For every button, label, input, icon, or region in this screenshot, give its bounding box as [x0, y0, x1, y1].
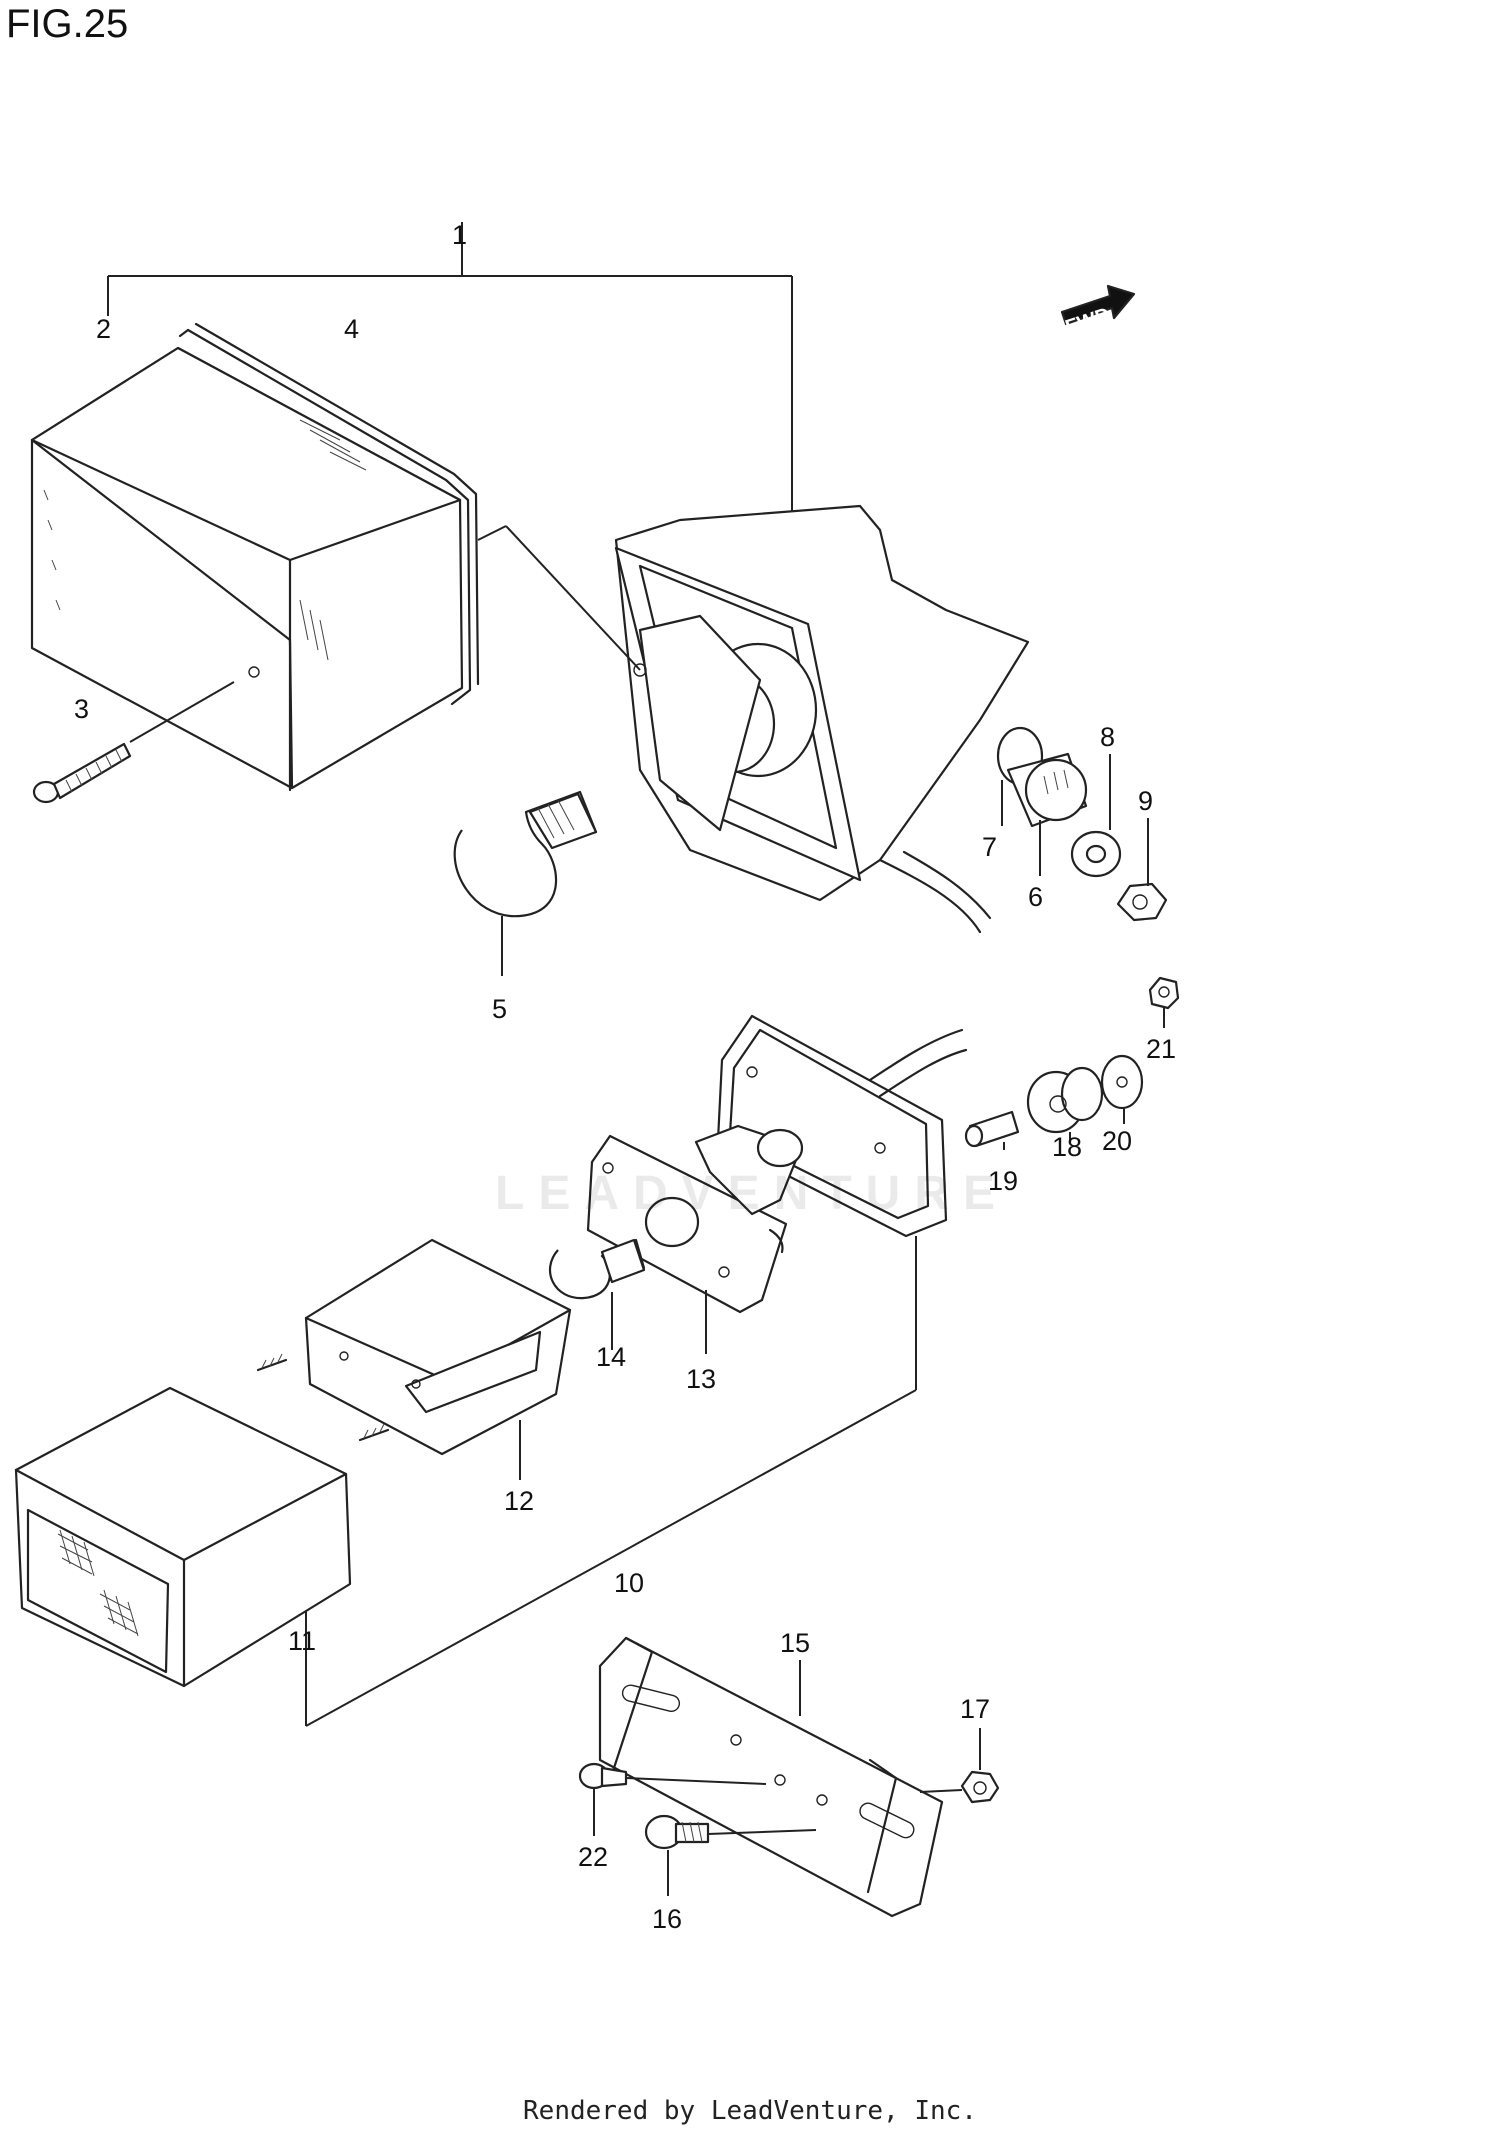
part-4-gasket [178, 322, 480, 706]
callout-7: 7 [982, 832, 997, 862]
part-1-housing [477, 504, 1030, 934]
part-17-nut [919, 1728, 1000, 1804]
callout-10: 10 [614, 1568, 644, 1598]
part-12-cover [304, 1238, 572, 1480]
callout-15: 15 [780, 1628, 810, 1658]
part-16-bolt [644, 1814, 817, 1896]
callout-21: 21 [1146, 1034, 1176, 1064]
callout-3: 3 [74, 694, 89, 724]
callout-1: 1 [452, 220, 467, 250]
callout-19: 19 [988, 1166, 1018, 1196]
callout-9: 9 [1138, 786, 1153, 816]
callout-13: 13 [686, 1364, 716, 1394]
callout-16: 16 [652, 1904, 682, 1934]
callout-18: 18 [1052, 1132, 1082, 1162]
callout-5: 5 [492, 994, 507, 1024]
callout-6: 6 [1028, 882, 1043, 912]
part-11-lens [14, 1353, 390, 1688]
part-18-grommet [1026, 1066, 1104, 1140]
part-3-screw [32, 681, 235, 804]
part-6-7-socket [996, 726, 1088, 876]
callout-17: 17 [960, 1694, 990, 1724]
part-9-nut [1116, 818, 1168, 922]
part-2-lens [30, 346, 464, 792]
callout-20: 20 [1102, 1126, 1132, 1156]
part-19-collar [964, 1110, 1020, 1150]
callout-22: 22 [578, 1842, 608, 1872]
part-5-bulb [453, 790, 598, 976]
part-21-nut [1148, 976, 1180, 1028]
callout-2: 2 [96, 314, 111, 344]
fwd-arrow-icon: FWD [1060, 284, 1136, 339]
part-22-pin [578, 1762, 767, 1836]
part-8-washer [1070, 754, 1122, 878]
callout-12: 12 [504, 1486, 534, 1516]
group-bracket-10 [305, 1236, 917, 1727]
callout-11: 11 [288, 1626, 316, 1656]
part-15-bracket [598, 1636, 944, 1918]
footer-credit: Rendered by LeadVenture, Inc. [523, 2096, 977, 2126]
callout-14: 14 [596, 1342, 626, 1372]
part-14-bulb [548, 1238, 646, 1350]
watermark: LEADVENTURE [495, 1167, 1010, 1220]
group-bracket-1 [107, 222, 793, 520]
part-13-plate [586, 1124, 804, 1354]
callout-8: 8 [1100, 722, 1115, 752]
figure-title: FIG.25 [6, 2, 129, 46]
callout-4: 4 [344, 314, 359, 344]
part-20-washer [1100, 1054, 1144, 1124]
